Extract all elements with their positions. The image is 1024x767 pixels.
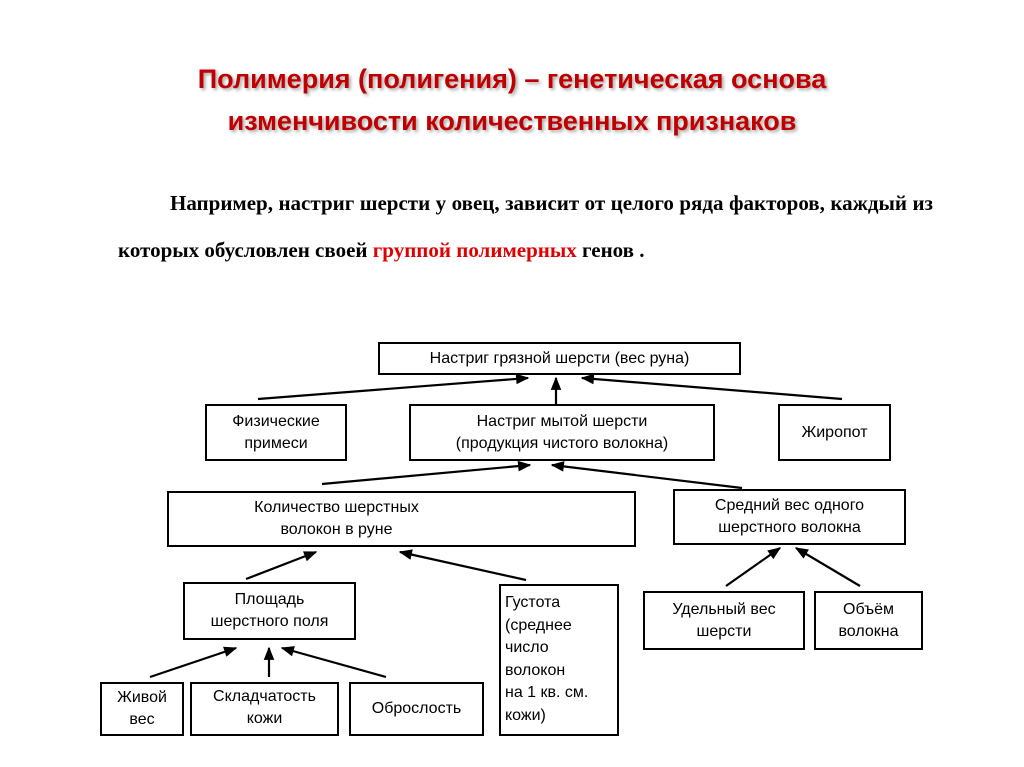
node-washed-wool: Настриг мытой шерсти (продукция чистого …: [409, 404, 715, 461]
arrow-area-to-count: [245, 550, 318, 581]
node-dirty-wool: Настриг грязной шерсти (вес руна): [378, 342, 741, 375]
arrow-volume-to-avgweight: [794, 547, 861, 587]
arrow-avgweight-to-washed: [550, 461, 743, 490]
node-physical-impurities: Физические примеси: [205, 404, 347, 461]
arrow-density-to-count: [398, 549, 527, 582]
node-fiber-count: Количество шерстных волокон в руне: [167, 491, 636, 547]
title-line-2: изменчивости количественных признаков: [227, 106, 797, 136]
slide-title: Полимерия (полигения) – генетическая осн…: [0, 58, 1024, 142]
arrow-overgrowth-to-area: [280, 646, 387, 679]
node-specific-weight: Удельный вес шерсти: [643, 591, 805, 650]
arrow-count-to-washed: [321, 460, 532, 486]
node-fiber-volume: Объём волокна: [814, 591, 923, 650]
arrow-suint-to-dirty: [580, 373, 843, 401]
node-skin-folding: Складчатость кожи: [190, 682, 339, 736]
arrow-specific-to-avgweight: [725, 547, 782, 587]
paragraph-highlight: группой полимерных: [372, 238, 577, 262]
arrow-impurities-to-dirty: [257, 373, 530, 401]
paragraph-text-1: Например, настриг шерсти у овец, зависит…: [118, 191, 933, 262]
intro-paragraph: Например, настриг шерсти у овец, зависит…: [118, 180, 933, 274]
title-line-1: Полимерия (полигения) – генетическая осн…: [197, 64, 827, 94]
arrow-live-to-area: [149, 646, 238, 679]
node-avg-fiber-weight: Средний вес одного шерстного волокна: [673, 489, 906, 545]
node-wool-area: Площадь шерстного поля: [183, 582, 356, 640]
node-density: Густота (среднее число волокон на 1 кв. …: [499, 584, 619, 736]
node-suint: Жиропот: [778, 404, 891, 461]
node-live-weight: Живой вес: [100, 682, 184, 736]
node-overgrowth: Оброслость: [349, 682, 484, 736]
paragraph-text-2: генов .: [576, 238, 645, 262]
